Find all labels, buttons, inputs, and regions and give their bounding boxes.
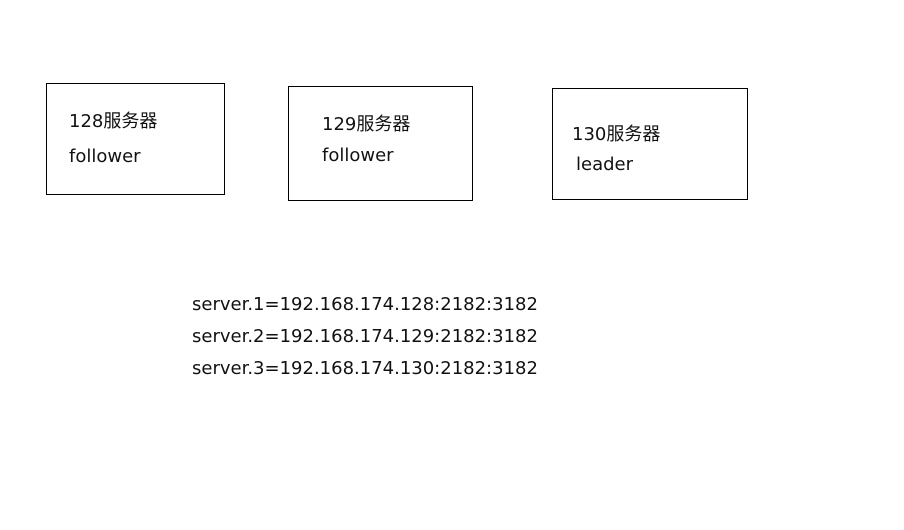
server-role: follower <box>69 146 141 167</box>
config-line: server.1=192.168.174.128:2182:3182 <box>192 294 538 315</box>
server-title: 129服务器 <box>322 114 411 135</box>
server-box-130: 130服务器 leader <box>552 88 748 200</box>
config-line: server.3=192.168.174.130:2182:3182 <box>192 358 538 379</box>
server-config-list: server.1=192.168.174.128:2182:3182 serve… <box>192 289 538 385</box>
server-box-128: 128服务器 follower <box>46 83 225 195</box>
server-title: 128服务器 <box>69 111 158 132</box>
server-role: leader <box>576 154 634 175</box>
config-line: server.2=192.168.174.129:2182:3182 <box>192 326 538 347</box>
server-box-129: 129服务器 follower <box>288 86 473 201</box>
server-role: follower <box>322 145 394 166</box>
server-title: 130服务器 <box>572 124 661 145</box>
